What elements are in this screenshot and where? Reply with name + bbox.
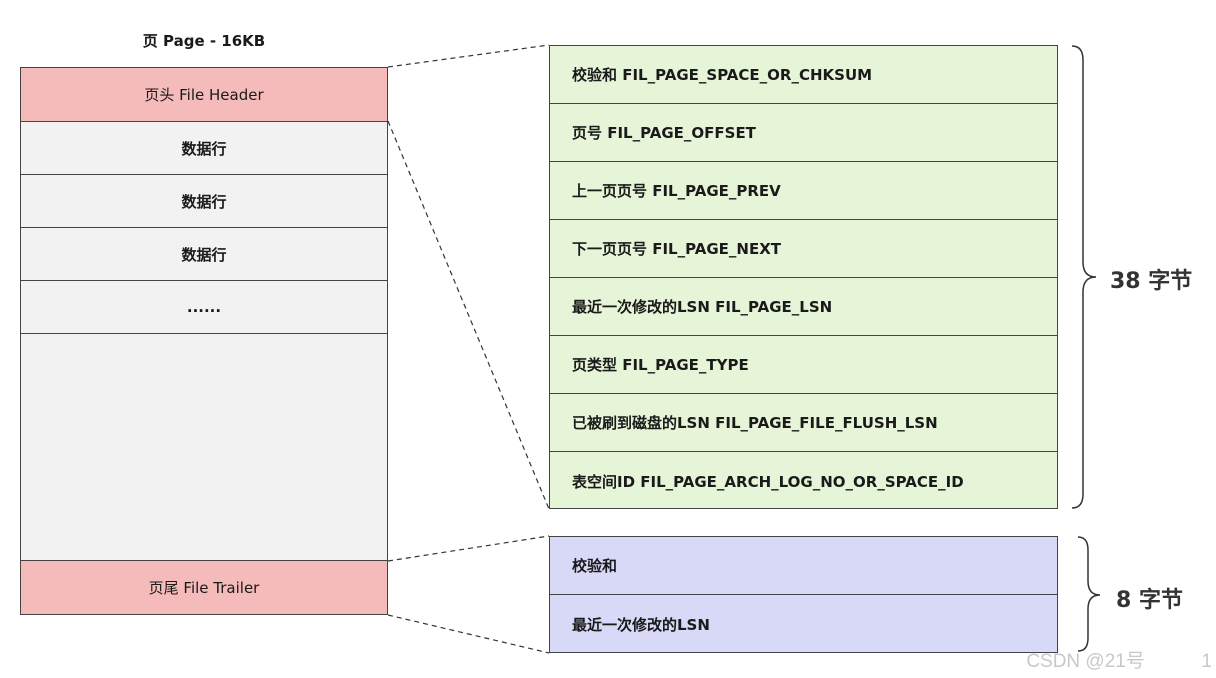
data-row: 数据行 — [21, 175, 387, 228]
header-size-label: 38 字节 — [1110, 269, 1193, 294]
header-field-row: 表空间ID FIL_PAGE_ARCH_LOG_NO_OR_SPACE_ID — [572, 472, 964, 491]
trailer-size-label: 8 字节 — [1116, 588, 1183, 613]
page-box: 页头 File Header 数据行 数据行 数据行 ...... 页尾 Fil… — [20, 67, 388, 615]
file-header-row: 页头 File Header — [21, 68, 387, 122]
header-connector-top — [387, 44, 550, 68]
header-field-row: 最近一次修改的LSN FIL_PAGE_LSN — [550, 278, 1057, 336]
header-fields-box: 校验和 FIL_PAGE_SPACE_OR_CHKSUM 页号 FIL_PAGE… — [549, 45, 1058, 509]
file-trailer-row: 页尾 File Trailer — [21, 560, 387, 614]
header-field-row: 校验和 FIL_PAGE_SPACE_OR_CHKSUM — [550, 46, 1057, 104]
header-field-row: 页类型 FIL_PAGE_TYPE — [550, 336, 1057, 394]
header-brace — [1071, 45, 1097, 509]
watermark-text: CSDN @21号 — [1026, 651, 1145, 672]
header-field-row: 已被刷到磁盘的LSN FIL_PAGE_FILE_FLUSH_LSN — [550, 394, 1057, 452]
corner-number: 1 — [1201, 651, 1212, 672]
trailer-connector-bottom — [387, 614, 550, 654]
header-field-row: 下一页页号 FIL_PAGE_NEXT — [550, 220, 1057, 278]
data-row: 数据行 — [21, 122, 387, 175]
header-field-row: 上一页页号 FIL_PAGE_PREV — [550, 162, 1057, 220]
page-title: 页 Page - 16KB — [142, 32, 266, 50]
header-field-row: 页号 FIL_PAGE_OFFSET — [550, 104, 1057, 162]
trailer-connector-top — [387, 535, 550, 562]
data-row: 数据行 — [21, 228, 387, 281]
trailer-fields-box: 校验和 最近一次修改的LSN — [549, 536, 1058, 653]
header-connector-bottom — [387, 120, 550, 510]
trailer-field-row: 校验和 — [550, 537, 1057, 595]
trailer-field-row: 最近一次修改的LSN — [572, 615, 710, 634]
watermark: CSDN @21号 1 — [1026, 646, 1212, 673]
trailer-brace — [1077, 536, 1101, 652]
data-row-ellipsis: ...... — [21, 281, 387, 334]
